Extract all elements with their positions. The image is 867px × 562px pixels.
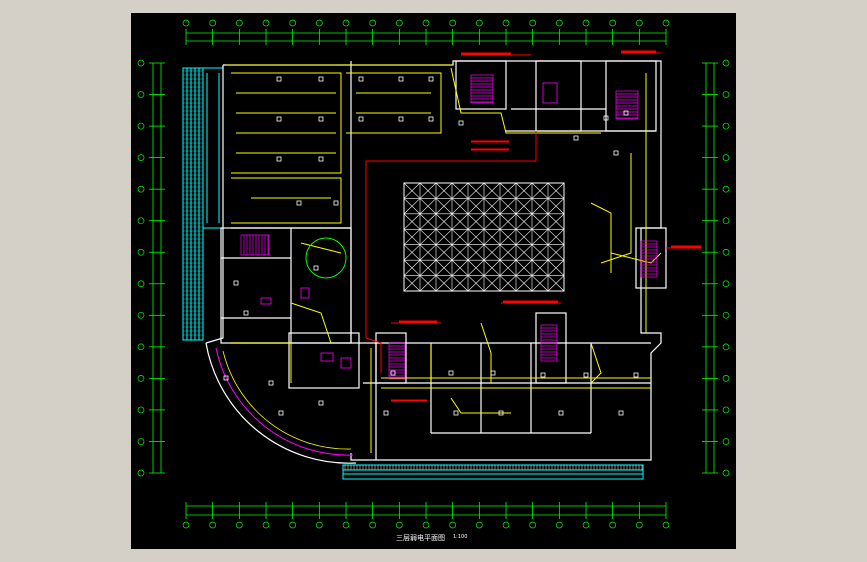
fixtures [260,82,558,369]
outlet-devices [223,76,639,416]
drawing-scale: 1:100 [453,534,468,540]
stair-symbols [240,74,658,380]
atrium-skylight [403,182,565,292]
curtain-hatch [183,70,203,336]
bottom-dimension-ticks [185,502,667,519]
cable-routes [226,64,662,453]
drawing-title: 三层弱电平面图 [396,534,445,542]
bottom-curtain-hatch [344,465,643,470]
floor-plan-svg [137,19,730,529]
side-dimension-lines [152,63,715,473]
curved-cable [222,350,352,450]
curved-cable-tray [215,347,354,456]
trunk-cable [365,52,701,373]
top-dimension-ticks [185,29,667,45]
bottom-curtain-wall [342,464,644,480]
curved-wall [205,342,357,464]
round-equipment-room [305,237,347,279]
axis-bubbles [137,19,730,529]
side-dimension-ticks [149,62,718,474]
floor-plan-drawing[interactable]: 三层弱电平面图 1:100 [131,13,736,549]
left-curtain-wall [182,67,224,341]
annotation-labels [391,50,701,402]
